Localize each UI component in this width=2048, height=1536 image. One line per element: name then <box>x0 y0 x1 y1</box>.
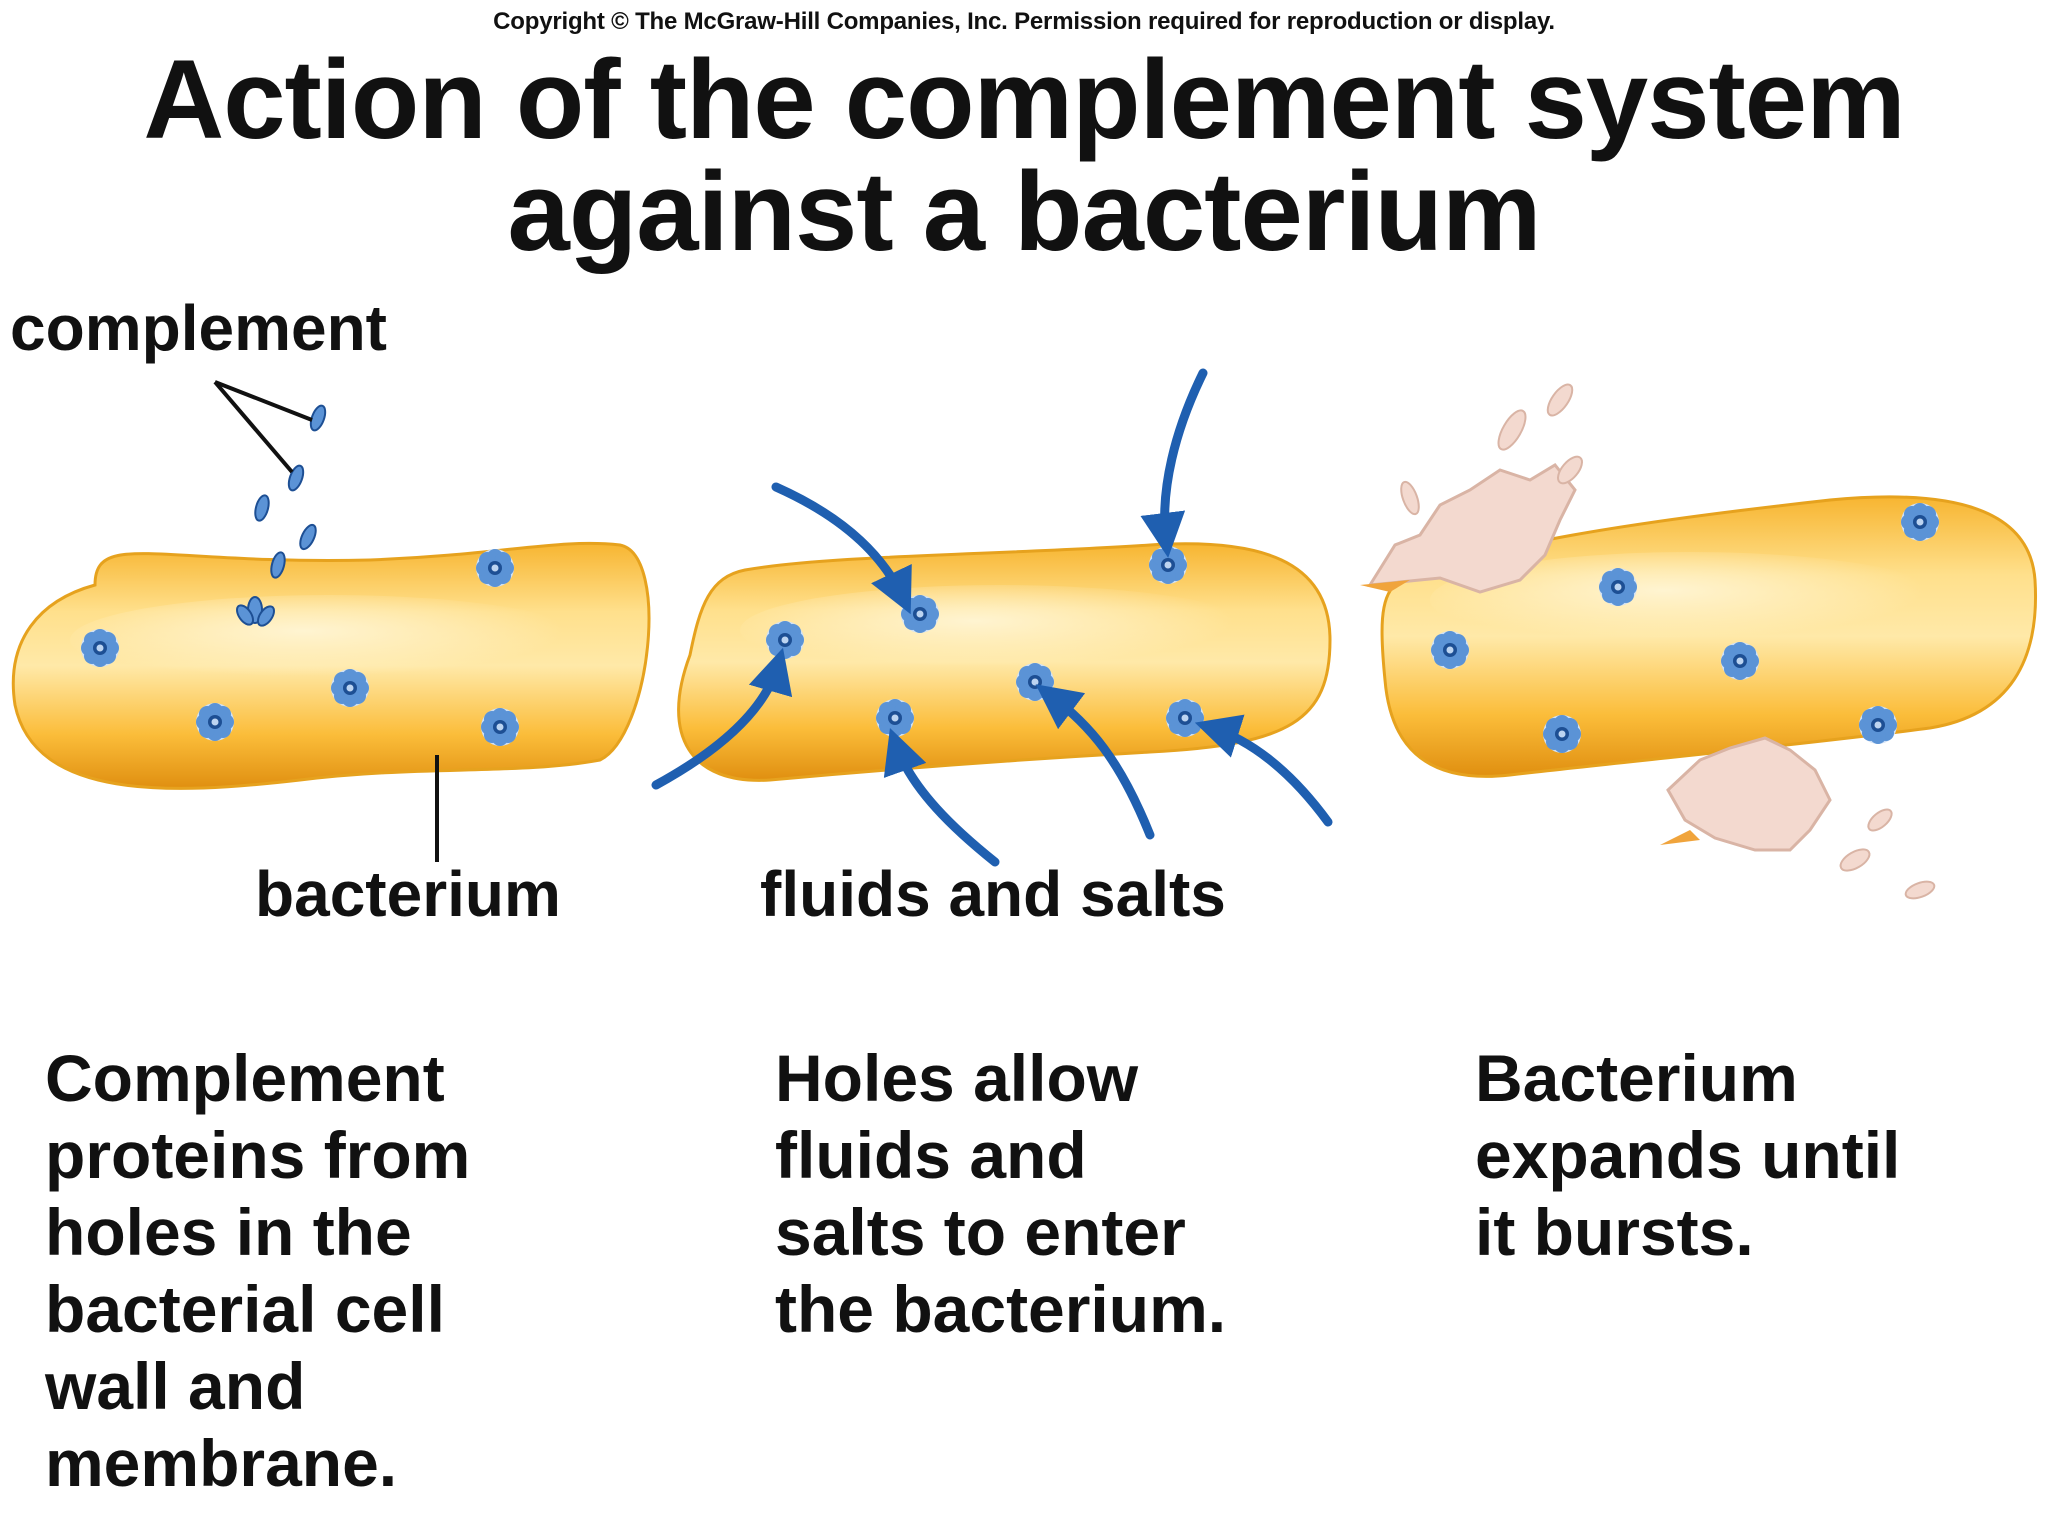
title-line-2: against a bacterium <box>507 149 1542 274</box>
caption-line: holes in the <box>45 1195 412 1269</box>
caption-line: expands until <box>1475 1118 1901 1192</box>
caption-line: Complement <box>45 1041 445 1115</box>
caption-line: wall and <box>45 1349 306 1423</box>
bacterium-1 <box>11 541 651 790</box>
copyright-notice: Copyright © The McGraw-Hill Companies, I… <box>493 8 1555 35</box>
arrow-icon <box>771 482 912 615</box>
arrow-icon <box>1035 684 1155 840</box>
caption-line: it bursts. <box>1475 1195 1754 1269</box>
caption-line: bacterial cell <box>45 1272 445 1346</box>
bacterium-3 <box>1380 495 2038 778</box>
arrow-icon <box>1194 714 1333 827</box>
arrow-icon <box>651 647 793 790</box>
caption-line: Holes allow <box>775 1041 1139 1115</box>
arrow-icon <box>1140 368 1208 558</box>
bacterium-label: bacterium <box>255 858 561 930</box>
complement-label: complement <box>10 292 387 364</box>
burst-debris-top <box>1360 383 1583 594</box>
arrow-icon <box>883 728 1000 867</box>
caption-line: fluids and <box>775 1118 1087 1192</box>
caption-line: the bacterium. <box>775 1272 1227 1346</box>
caption-line: proteins from <box>45 1118 471 1192</box>
caption-line: Bacterium <box>1475 1041 1798 1115</box>
caption-step-3: Bacterium expands until it bursts. <box>1475 1040 2035 1271</box>
caption-step-1: Complement proteins from holes in the ba… <box>45 1040 605 1502</box>
bacterium-2 <box>677 542 1332 782</box>
caption-step-2: Holes allow fluids and salts to enter th… <box>775 1040 1335 1348</box>
burst-debris-bottom <box>1660 736 1936 900</box>
caption-line: membrane. <box>45 1426 398 1500</box>
title-line-1: Action of the complement system <box>143 37 1905 162</box>
diagram-title: Action of the complement system against … <box>0 44 2048 268</box>
fluids-and-salts-label: fluids and salts <box>760 858 1226 930</box>
caption-line: salts to enter <box>775 1195 1186 1269</box>
complement-pointer <box>213 380 313 474</box>
fluid-arrows <box>651 368 1333 867</box>
complement-proteins <box>236 404 327 627</box>
